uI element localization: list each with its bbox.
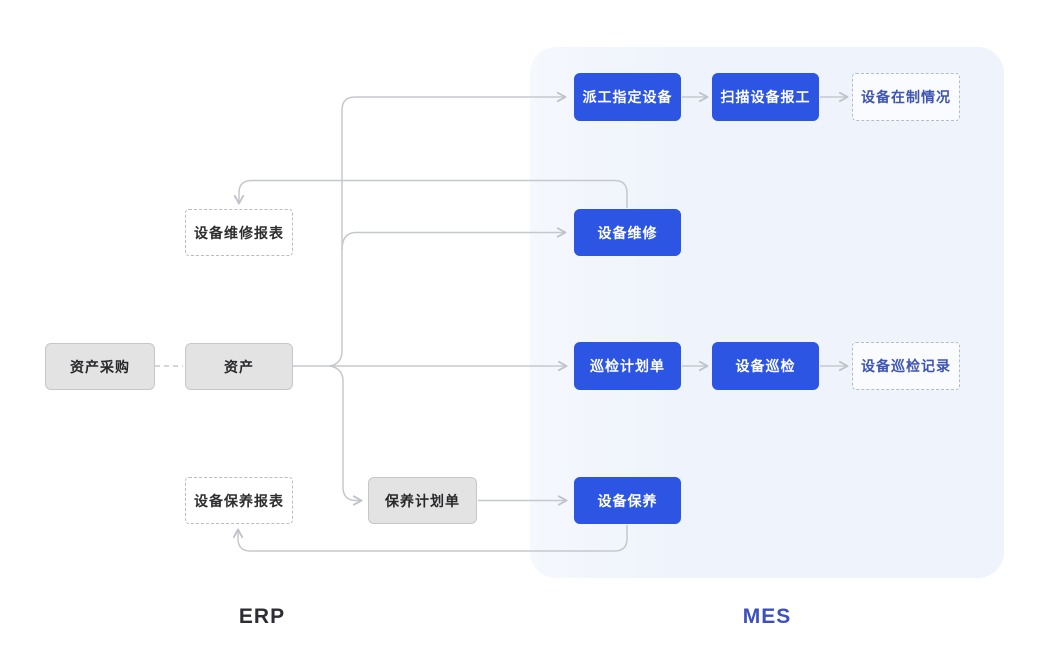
node-label: 设备在制情况	[861, 89, 951, 105]
edge-asset-dispatch	[329, 91, 567, 367]
node-label: 设备巡检	[735, 358, 796, 374]
node-label: 设备维修报表	[194, 224, 284, 241]
node-equipment-repair: 设备维修	[574, 209, 681, 256]
node-equipment-inspection: 设备巡检	[712, 342, 819, 390]
node-maintenance-plan: 保养计划单	[368, 477, 477, 524]
node-label: 保养计划单	[385, 492, 460, 509]
node-label: 巡检计划单	[590, 358, 665, 374]
erp-section-label: ERP	[238, 605, 286, 628]
edge-equipment-repair-repair-report	[233, 179, 628, 208]
node-equipment-maintenance-report: 设备保养报表	[185, 477, 293, 524]
mes-section-label: MES	[742, 605, 792, 628]
node-label: 设备保养报表	[194, 492, 284, 509]
node-equipment-inspection-record: 设备巡检记录	[852, 342, 960, 390]
node-inspection-plan: 巡检计划单	[574, 342, 681, 390]
node-label: 资产	[224, 358, 254, 375]
node-label: 资产采购	[70, 358, 130, 375]
node-label: 设备维修	[597, 224, 658, 241]
node-label: 设备保养	[597, 492, 658, 509]
node-equipment-wip-status: 设备在制情况	[852, 73, 960, 121]
node-label: 设备巡检记录	[861, 358, 951, 374]
node-asset-purchase: 资产采购	[45, 343, 155, 390]
node-label: 扫描设备报工	[720, 89, 811, 105]
edge-equipment-maintenance-maintenance-report	[232, 525, 628, 552]
node-label: 派工指定设备	[582, 89, 673, 105]
node-equipment-maintenance: 设备保养	[574, 477, 681, 524]
node-equipment-repair-report: 设备维修报表	[185, 209, 293, 256]
node-asset: 资产	[185, 343, 293, 390]
edge-asset-maintenance-plan	[329, 365, 363, 506]
node-dispatch-assign-equipment: 派工指定设备	[574, 73, 681, 121]
edge-asset-equipment-repair	[341, 227, 567, 251]
node-scan-equipment-report-work: 扫描设备报工	[712, 73, 819, 121]
